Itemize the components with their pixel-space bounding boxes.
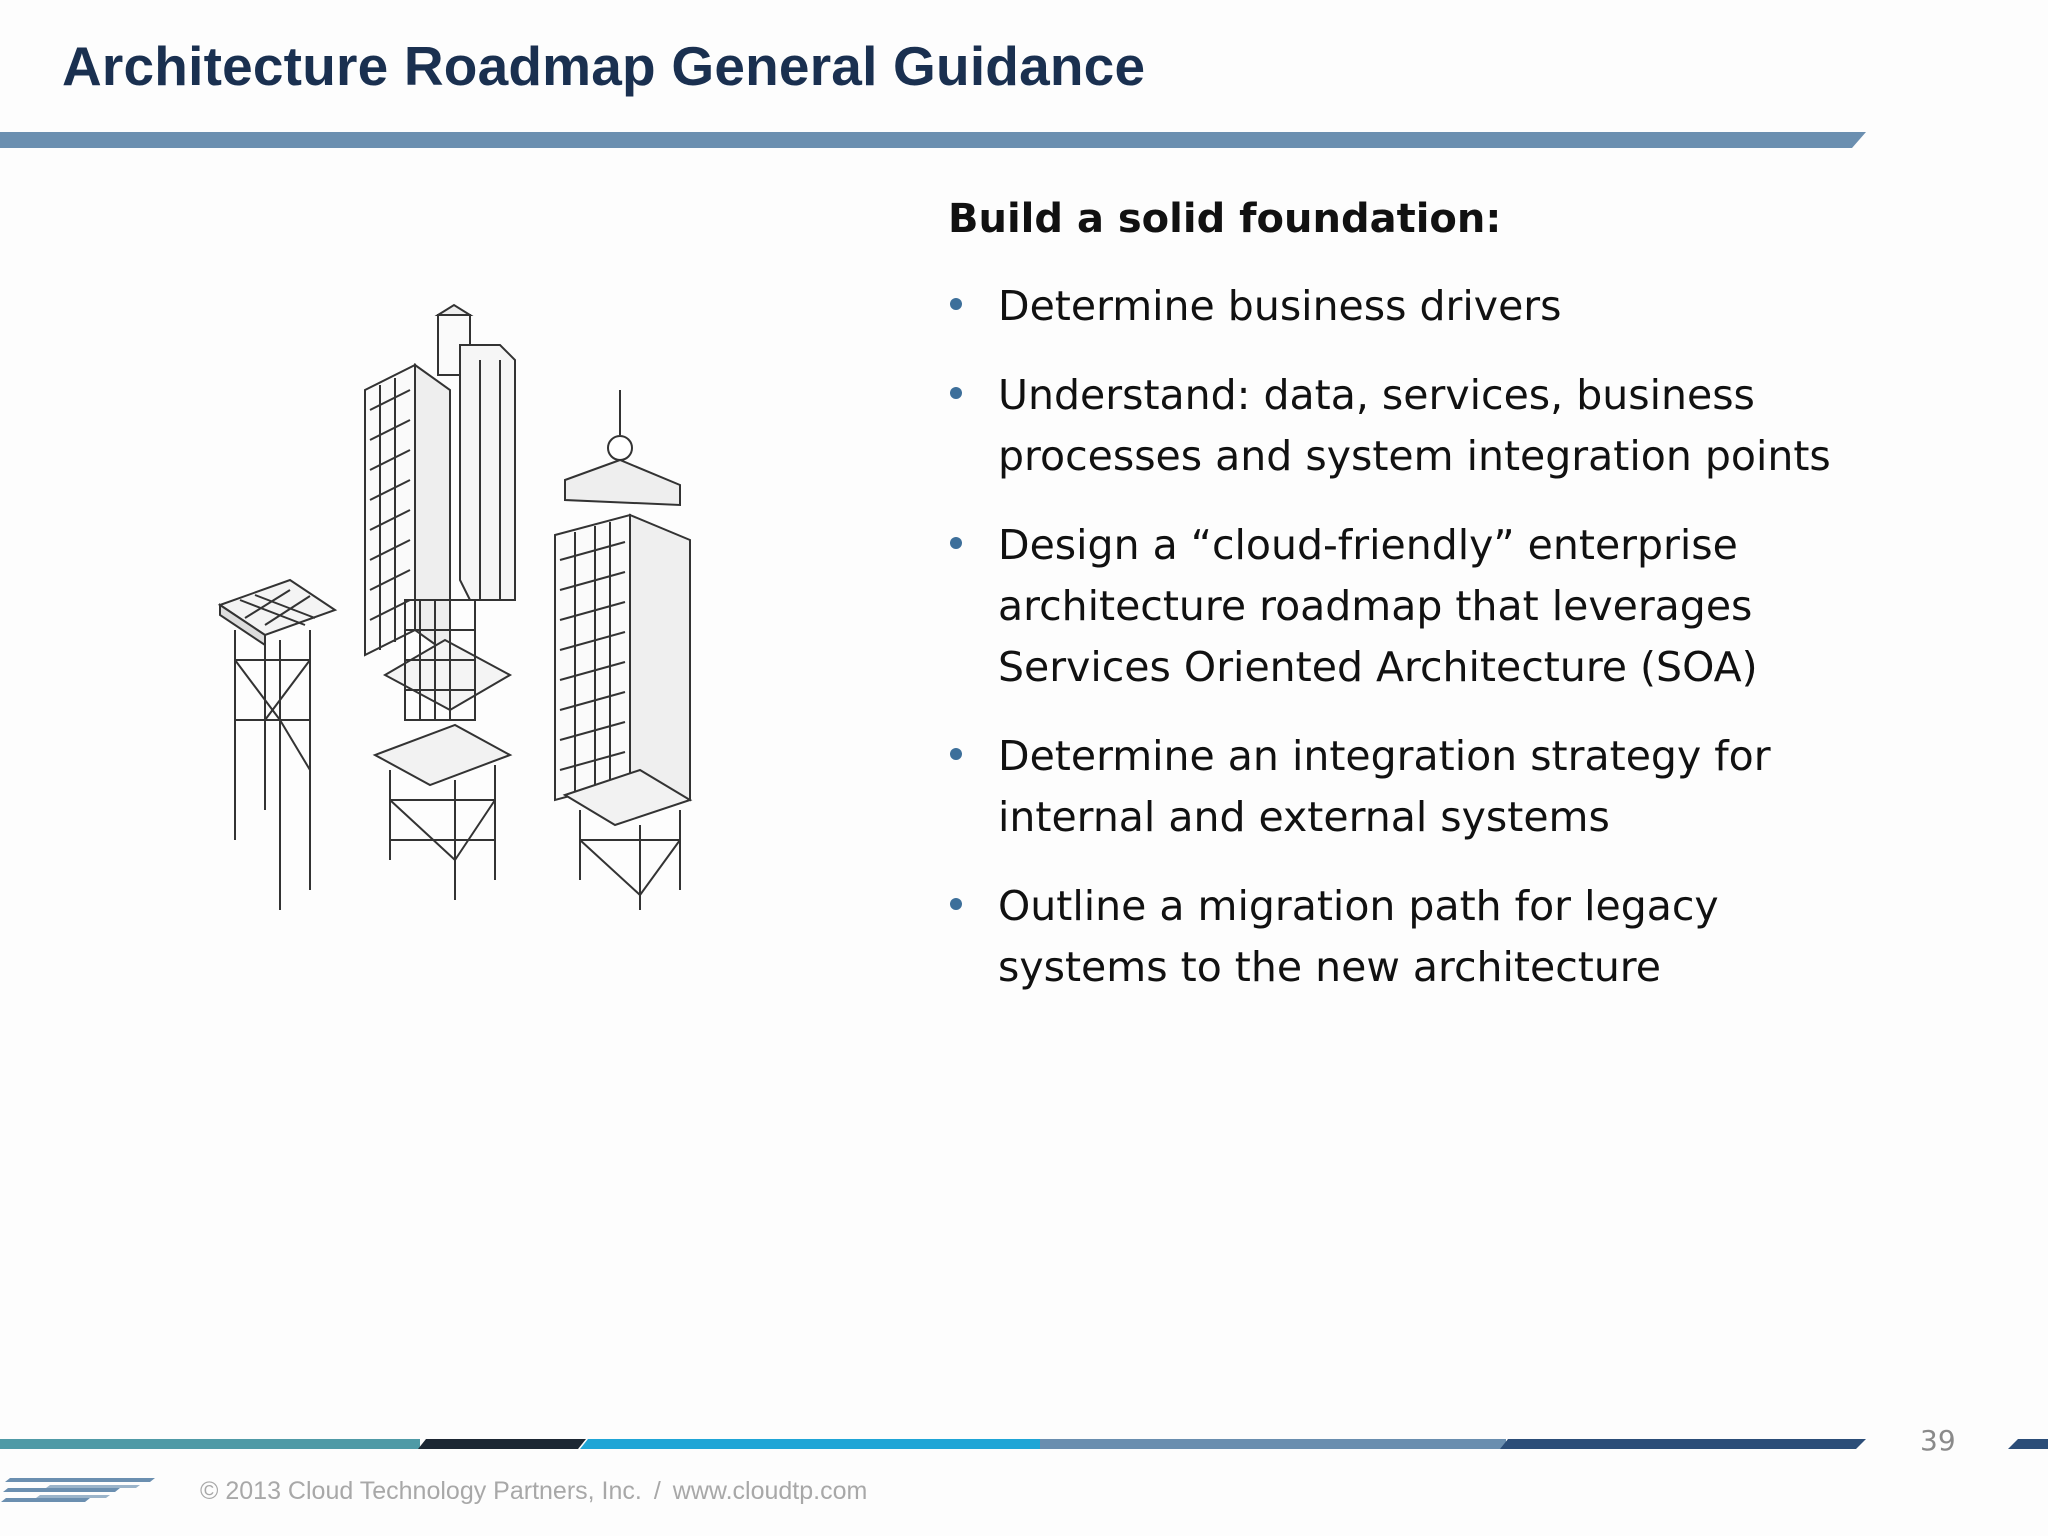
footer-bar-black <box>418 1439 586 1449</box>
footer-bar-cyan <box>580 1439 1042 1449</box>
bullet-item: Outline a migration path for legacy syst… <box>948 876 1888 998</box>
bullet-item: Determine an integration strategy for in… <box>948 726 1888 848</box>
middle-frame-structure <box>372 599 513 900</box>
bullet-text: Determine business drivers <box>998 282 1562 330</box>
bullet-list: Determine business drivers Understand: d… <box>948 276 1888 998</box>
bullet-item: Determine business drivers <box>948 276 1888 337</box>
website-link[interactable]: www.cloudtp.com <box>672 1477 868 1505</box>
content-panel: Build a solid foundation: Determine busi… <box>948 196 1888 1026</box>
right-tower-structure <box>554 390 693 910</box>
bullet-text: Outline a migration path for legacy syst… <box>998 882 1719 991</box>
footer-copyright: © 2013 Cloud Technology Partners, Inc. / w… <box>200 1477 867 1506</box>
page-number: 39 <box>1920 1424 1956 1457</box>
rear-tower-structure <box>364 303 516 657</box>
footer-bar-navy <box>1500 1439 1866 1449</box>
section-heading: Build a solid foundation: <box>948 196 1502 242</box>
footer-bar-steel <box>1040 1439 1506 1449</box>
company-logo-icon <box>1 1478 155 1502</box>
bullet-dot-icon <box>950 537 962 549</box>
slide-title: Architecture Roadmap General Guidance <box>62 35 1146 97</box>
bullet-item: Understand: data, services, business pro… <box>948 365 1888 487</box>
bullet-dot-icon <box>950 298 962 310</box>
bullet-text: Determine an integration strategy for in… <box>998 732 1771 841</box>
building-illustration-icon <box>217 303 693 910</box>
corner-accent <box>2008 1439 2048 1449</box>
footer-bar-teal <box>0 1439 420 1449</box>
copyright-text: © 2013 Cloud Technology Partners, Inc. <box>200 1477 642 1505</box>
bullet-item: Design a “cloud-friendly” enterprise arc… <box>948 515 1888 698</box>
bullet-dot-icon <box>950 748 962 760</box>
left-platform-structure <box>217 578 338 910</box>
bullet-dot-icon <box>950 898 962 910</box>
footer-separator: / <box>653 1477 661 1505</box>
bullet-dot-icon <box>950 387 962 399</box>
bullet-text: Design a “cloud-friendly” enterprise arc… <box>998 521 1758 691</box>
title-underline-bar <box>0 132 1866 148</box>
bullet-text: Understand: data, services, business pro… <box>998 371 1831 480</box>
